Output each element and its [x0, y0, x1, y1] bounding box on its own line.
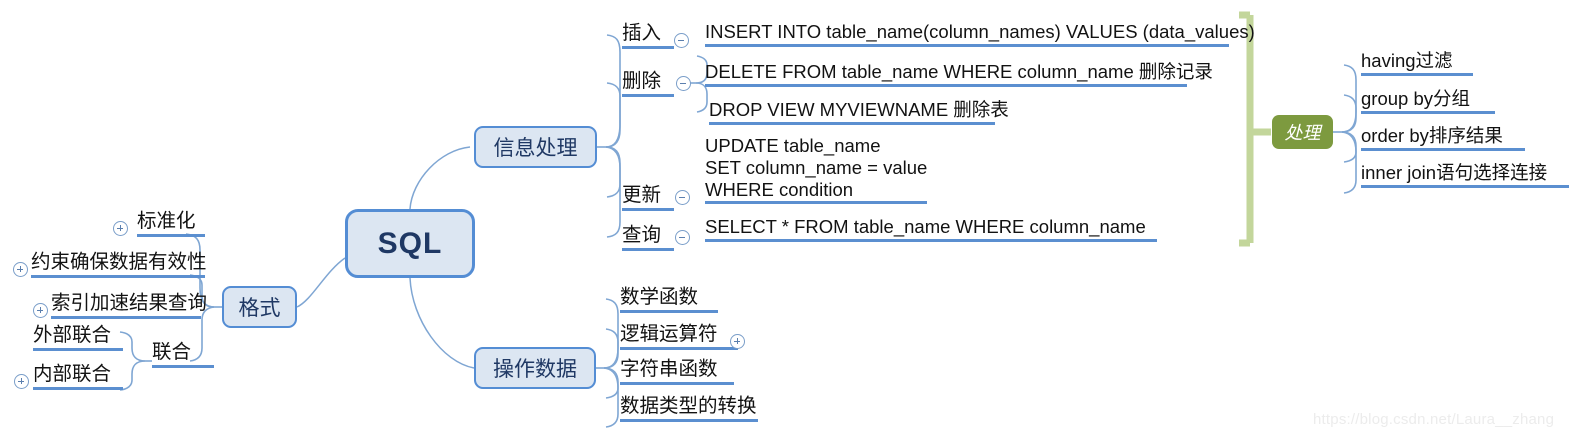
underline [51, 316, 201, 319]
branch-label-operate-data: 操作数据 [493, 358, 577, 381]
leaf-label-line3: WHERE condition [705, 178, 854, 200]
subbranch-union-label: 联合 [152, 341, 192, 363]
leaf-type-conversion[interactable]: 数据类型的转换 [620, 395, 758, 422]
leaf-label: 约束确保数据有效性 [31, 251, 207, 273]
leaf-outer-join[interactable]: 外部联合 [33, 324, 123, 351]
underline [705, 238, 1157, 242]
leaf-select-statement[interactable]: SELECT * FROM table_name WHERE column_na… [705, 216, 1157, 242]
leaf-label: SELECT * FROM table_name WHERE column_na… [705, 216, 1146, 237]
leaf-delete-label[interactable]: 删除 [622, 70, 674, 97]
toggle-expand-biaozhunhua[interactable] [113, 221, 128, 236]
underline [622, 94, 674, 97]
leaf-drop-view-statement[interactable]: DROP VIEW MYVIEWNAME 删除表 [709, 99, 1009, 125]
central-node-label: SQL [377, 226, 443, 260]
underline [705, 43, 1229, 47]
toggle-expand-index[interactable] [33, 303, 48, 318]
toggle-collapse-delete[interactable] [676, 76, 691, 91]
leaf-label: DELETE FROM table_name WHERE column_name… [705, 61, 1213, 82]
underline [705, 201, 927, 205]
leaf-inner-join-clause[interactable]: inner join语句选择连接 [1361, 162, 1569, 188]
leaf-label: order by排序结果 [1361, 125, 1503, 146]
leaf-label: 逻辑运算符 [620, 323, 718, 345]
branch-node-info-processing[interactable]: 信息处理 [474, 126, 597, 168]
toggle-collapse-insert[interactable] [674, 33, 689, 48]
leaf-label: group by分组 [1361, 88, 1470, 109]
leaf-order-by[interactable]: order by排序结果 [1361, 125, 1525, 151]
underline [620, 382, 734, 385]
leaf-inner-join[interactable]: 内部联合 [33, 363, 123, 390]
leaf-label: INSERT INTO table_name(column_names) VAL… [705, 21, 1255, 42]
leaf-label: having过滤 [1361, 50, 1453, 71]
branch-label-processing: 处理 [1284, 123, 1321, 143]
leaf-index[interactable]: 索引加速结果查询 [51, 292, 207, 319]
underline [705, 83, 1187, 87]
underline [709, 121, 995, 125]
leaf-delete-statement[interactable]: DELETE FROM table_name WHERE column_name… [705, 61, 1213, 87]
leaf-insert-label[interactable]: 插入 [622, 22, 674, 49]
toggle-collapse-update[interactable] [675, 190, 690, 205]
toggle-expand-inner-join[interactable] [14, 374, 29, 389]
underline [1361, 110, 1495, 114]
watermark: https://blog.csdn.net/Laura__zhang [1313, 411, 1555, 428]
leaf-biaozhunhua[interactable]: 标准化 [137, 210, 205, 237]
leaf-label: 标准化 [137, 210, 196, 232]
leaf-label: 插入 [622, 22, 662, 44]
underline [152, 365, 214, 368]
underline [622, 208, 674, 211]
leaf-label: 索引加速结果查询 [51, 292, 208, 314]
leaf-label-line1: UPDATE table_name [705, 135, 881, 156]
branch-node-processing[interactable]: 处理 [1272, 115, 1333, 149]
leaf-insert-statement[interactable]: INSERT INTO table_name(column_names) VAL… [705, 21, 1255, 47]
leaf-having[interactable]: having过滤 [1361, 50, 1473, 76]
leaf-label: 字符串函数 [620, 358, 718, 380]
branch-label-info-processing: 信息处理 [493, 137, 578, 160]
leaf-label: inner join语句选择连接 [1361, 162, 1548, 183]
leaf-math-functions[interactable]: 数学函数 [620, 286, 718, 313]
leaf-logical-operators[interactable]: 逻辑运算符 [620, 323, 738, 350]
leaf-label: 数学函数 [620, 286, 699, 308]
leaf-string-functions[interactable]: 字符串函数 [620, 358, 734, 385]
leaf-update-statement[interactable]: UPDATE table_name SET column_name = valu… [705, 135, 928, 205]
underline [1361, 147, 1525, 151]
leaf-label: 内部联合 [33, 363, 112, 385]
leaf-update-label[interactable]: 更新 [622, 184, 674, 211]
underline [33, 348, 123, 351]
underline [622, 248, 674, 251]
central-node-sql[interactable]: SQL [345, 209, 475, 278]
leaf-label: DROP VIEW MYVIEWNAME 删除表 [709, 99, 1009, 120]
underline [620, 310, 718, 313]
toggle-collapse-query[interactable] [675, 230, 690, 245]
leaf-label: 更新 [622, 184, 662, 206]
underline [620, 419, 758, 422]
underline [33, 387, 123, 390]
leaf-label: 数据类型的转换 [620, 395, 757, 417]
underline [31, 275, 205, 278]
leaf-label: 查询 [622, 224, 662, 246]
leaf-query-label[interactable]: 查询 [622, 224, 674, 251]
underline [620, 347, 738, 350]
branch-node-operate-data[interactable]: 操作数据 [474, 347, 596, 389]
leaf-constraint[interactable]: 约束确保数据有效性 [31, 251, 207, 278]
underline [1361, 72, 1473, 76]
branch-node-format[interactable]: 格式 [222, 286, 297, 328]
subbranch-union[interactable]: 联合 [152, 341, 214, 368]
leaf-label-line2: SET column_name = value [705, 156, 928, 178]
underline [137, 234, 205, 237]
leaf-group-by[interactable]: group by分组 [1361, 88, 1495, 114]
underline [1361, 184, 1569, 188]
branch-label-format: 格式 [238, 297, 281, 320]
leaf-label: 删除 [622, 70, 662, 92]
underline [622, 46, 674, 49]
toggle-expand-constraint[interactable] [13, 262, 28, 277]
leaf-label: 外部联合 [33, 324, 112, 346]
toggle-expand-logical-operators[interactable] [730, 334, 745, 349]
